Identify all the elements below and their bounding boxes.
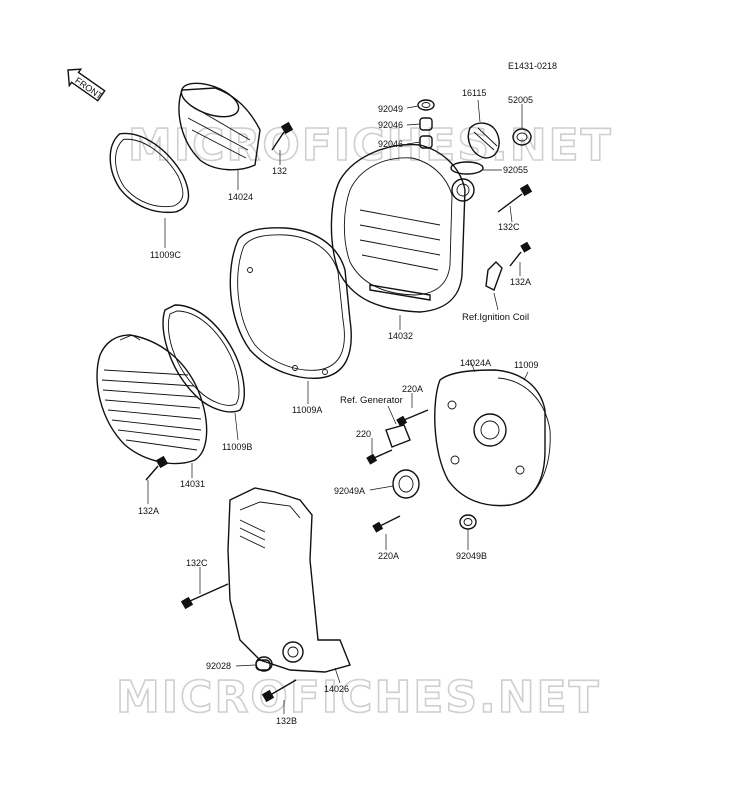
label-14032: 14032 (388, 331, 413, 341)
bushing-52005 (512, 128, 532, 146)
bolt-132c-top (497, 183, 533, 213)
bolt-220 (366, 449, 393, 465)
bolt-132c-bottom (180, 583, 229, 610)
label-92046-b: 92046 (378, 139, 403, 149)
label-132c-bottom: 132C (186, 558, 208, 568)
label-220a-top: 220A (402, 384, 423, 394)
diagram-code: E1431-0218 (508, 61, 557, 71)
gasket-11009 (497, 377, 551, 504)
label-11009b: 11009B (222, 442, 252, 452)
bolt-132a-right (509, 241, 532, 267)
label-92055: 92055 (503, 165, 528, 175)
label-92046-a: 92046 (378, 120, 403, 130)
label-14024: 14024 (228, 192, 253, 202)
label-16115: 16115 (462, 88, 486, 98)
label-92028: 92028 (206, 661, 231, 671)
seal-92049a (392, 469, 420, 499)
bolt-132-top (271, 121, 294, 151)
front-arrow-icon: FRONT (67, 68, 106, 102)
label-132a-right: 132A (510, 277, 531, 287)
main-cover-14032 (330, 143, 475, 313)
label-52005: 52005 (508, 95, 533, 105)
label-11009c: 11009C (150, 250, 181, 260)
label-132c-top: 132C (498, 222, 520, 232)
watermark-bottom: MICROFICHES.NET (116, 672, 601, 723)
label-92049b: 92049B (456, 551, 487, 561)
bolt-132a-left (145, 455, 169, 481)
label-11009a: 11009A (292, 405, 322, 415)
label-92049a: 92049A (334, 486, 365, 496)
watermark-top: MICROFICHES.NET (128, 120, 613, 171)
label-132a-left: 132A (138, 506, 159, 516)
gasket-11009c (109, 132, 190, 214)
generator-bracket (385, 424, 411, 448)
generator-cover-14024a (434, 369, 546, 507)
label-11009: 11009 (514, 360, 538, 370)
sprocket-cover-14026 (227, 487, 351, 673)
label-14024a: 14024A (460, 358, 491, 368)
gasket-11009b (162, 304, 245, 413)
collar-92028 (255, 656, 273, 672)
seal-92049 (417, 99, 435, 111)
gasket-11009a (229, 227, 352, 379)
label-14026: 14026 (324, 684, 349, 694)
label-220: 220 (356, 429, 371, 439)
o-ring-92055 (450, 161, 484, 175)
label-220a-bottom: 220A (378, 551, 399, 561)
label-132-top: 132 (272, 166, 287, 176)
bolt-220a-top (396, 409, 429, 427)
label-132b: 132B (276, 716, 297, 726)
label-14031: 14031 (180, 479, 205, 489)
label-92049: 92049 (378, 104, 403, 114)
cap-16115 (467, 122, 500, 159)
bolt-132b (261, 679, 297, 703)
label-ref-generator: Ref. Generator (340, 395, 403, 406)
seal-92049b (459, 514, 477, 530)
label-ref-ignition-coil: Ref.Ignition Coil (462, 312, 529, 323)
bolt-220a-bottom (372, 515, 401, 533)
finned-cover-14031 (96, 334, 208, 465)
cover-band-14024 (178, 82, 261, 171)
ignition-coil-bracket (485, 261, 503, 291)
